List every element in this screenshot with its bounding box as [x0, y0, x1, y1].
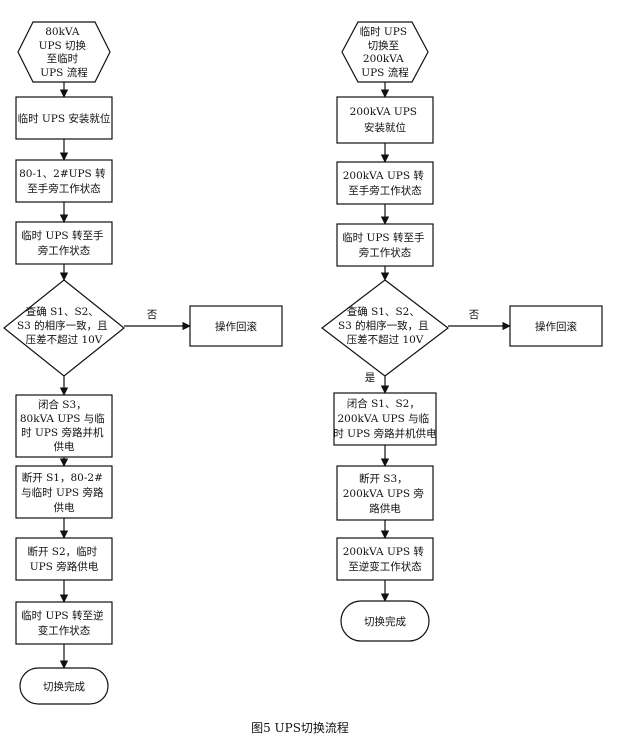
right-step2-node	[336, 161, 434, 205]
left-step6-node	[15, 537, 113, 581]
right-step5-node	[336, 465, 434, 521]
right-step5-text: 断开 S3， 200kVA UPS 旁 路供电	[343, 472, 427, 515]
right-rollback-text: 操作回滚	[535, 320, 577, 333]
right-step4-text: 闭合 S1、S2， 200kVA UPS 与临 时 UPS 旁路并机供电	[333, 397, 437, 440]
right-rollback-node	[509, 305, 603, 347]
left-step2-text: 80-1、2#UPS 转 至手旁工作状态	[19, 167, 109, 195]
right-step1-node	[336, 96, 434, 144]
right-no-label: 否	[469, 309, 480, 321]
right-step1-text: 200kVA UPS 安装就位	[350, 106, 421, 134]
right-yes-label: 是	[365, 372, 376, 384]
left-step7-text: 临时 UPS 转至逆 变工作状态	[21, 609, 107, 637]
left-rollback-text: 操作回滚	[215, 320, 257, 333]
figure-caption: 图5 UPS切换流程	[251, 720, 349, 735]
right-decision-text: 查确 S1、S2、 S3 的相序一致，且 压差不超过 10V	[338, 305, 432, 346]
right-step3-text: 临时 UPS 转至手 旁工作状态	[342, 231, 428, 259]
right-step4-node	[333, 392, 437, 446]
right-step2-text: 200kVA UPS 转 至手旁工作状态	[343, 169, 427, 197]
left-step3-node	[15, 221, 113, 265]
left-step6-text: 断开 S2，临时 UPS 旁路供电	[27, 545, 100, 573]
right-start-text: 临时 UPS 切换至 200kVA UPS 流程	[360, 25, 411, 79]
right-step3-node	[336, 223, 434, 267]
right-end-text: 切换完成	[364, 615, 406, 628]
left-step3-text: 临时 UPS 转至手 旁工作状态	[21, 229, 107, 257]
right-start-node	[341, 21, 429, 83]
left-rollback-node	[189, 305, 283, 347]
left-step1-text: 临时 UPS 安装就位	[18, 112, 111, 125]
left-step2-node	[15, 159, 113, 203]
left-step7-node	[15, 601, 113, 645]
left-step5-node	[15, 465, 113, 519]
right-step6-node	[336, 537, 434, 581]
left-step5-text: 断开 S1，80-2# 与临时 UPS 旁路 供电	[21, 471, 107, 514]
left-decision-text: 查确 S1、S2、 S3 的相序一致，且 压差不超过 10V	[17, 305, 111, 346]
left-end-text: 切换完成	[43, 680, 85, 693]
right-step6-text: 200kVA UPS 转 至逆变工作状态	[343, 545, 427, 573]
left-step1-node	[15, 96, 113, 140]
left-step4-node	[15, 394, 113, 458]
left-start-node	[17, 21, 111, 83]
left-step4-text: 闭合 S3， 80kVA UPS 与临 时 UPS 旁路并机 供电	[20, 398, 108, 453]
left-no-label: 否	[147, 309, 158, 321]
left-start-text: 80kVA UPS 切换 至临时 UPS 流程	[39, 26, 90, 79]
